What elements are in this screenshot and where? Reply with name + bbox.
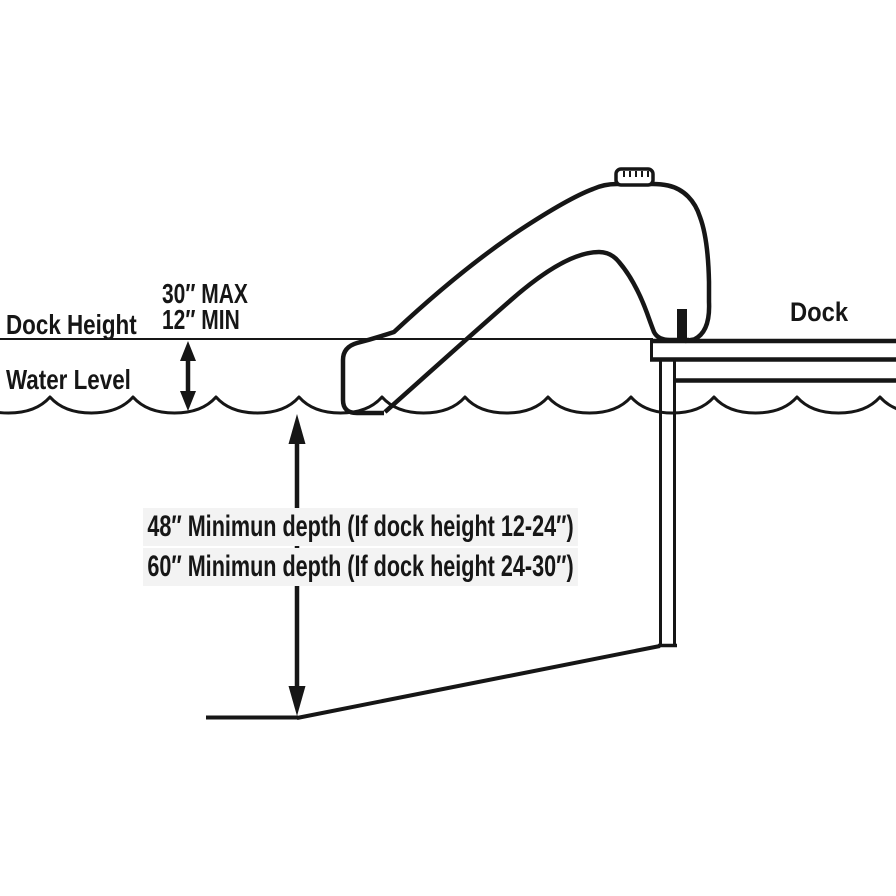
mounting-bracket: [677, 309, 687, 340]
dock-height-label: Dock Height: [6, 309, 137, 340]
max-min-annotation: 30″ MAX 12″ MIN: [162, 278, 248, 335]
water-line: [0, 395, 896, 415]
min-depth-rule-2: 60″ Minimun depth (If dock height 24-30″…: [143, 548, 578, 586]
dock-label: Dock: [790, 297, 849, 327]
max-height-value: 30″ MAX: [162, 278, 248, 309]
dock-deck: [650, 338, 896, 383]
water-level-label: Water Level: [6, 364, 131, 395]
slide-handle-icon: [614, 167, 655, 187]
min-height-value: 12″ MIN: [162, 304, 240, 335]
slide-outline: [340, 181, 712, 416]
slide-chute-inner-edge: [383, 249, 689, 414]
dock-height-arrow: [180, 341, 196, 411]
min-depth-rule-1: 48″ Minimun depth (If dock height 12-24″…: [143, 508, 578, 546]
lake-bottom: [206, 644, 661, 720]
dock-post: [658, 359, 677, 648]
